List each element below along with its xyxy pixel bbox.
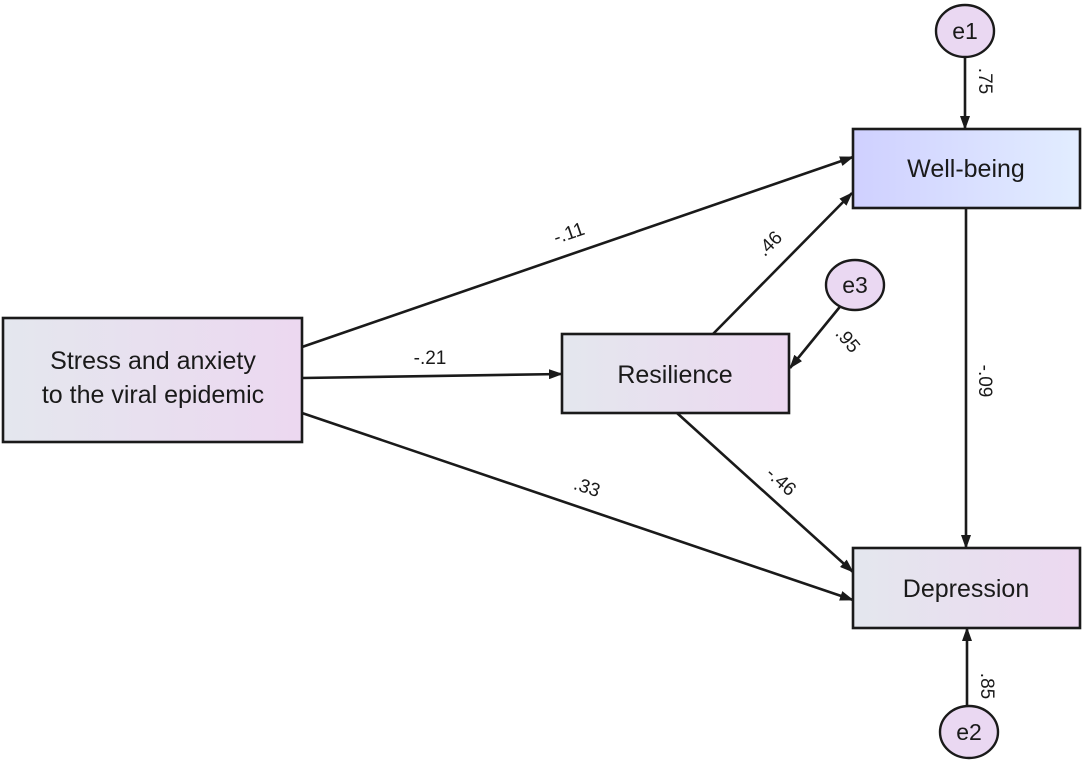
- error-e3-ellipse: [824, 258, 886, 312]
- node-wellbeing: Well-being: [851, 127, 1082, 210]
- error-e1-ellipse: [934, 3, 996, 59]
- node-stress-anxiety-line2: to the viral epidemic: [42, 381, 264, 409]
- node-resilience-box: [560, 332, 791, 415]
- path-resilience-to-wellbeing: [712, 192, 853, 335]
- error-e2: e2: [938, 704, 1000, 760]
- node-depression-label: Depression: [903, 575, 1029, 603]
- node-resilience: Resilience: [560, 332, 791, 415]
- error-e1-label: e1: [952, 18, 978, 44]
- error-e3-label: e3: [842, 272, 868, 298]
- node-stress-anxiety: Stress and anxiety to the viral epidemic: [1, 316, 304, 444]
- coef-e3-to-resilience: .95: [831, 324, 864, 358]
- node-stress-anxiety-box: [1, 316, 304, 444]
- coef-stress-to-depression: .33: [571, 474, 603, 502]
- coef-stress-to-resilience: -.21: [414, 348, 447, 369]
- coef-stress-to-wellbeing: -.11: [551, 219, 587, 249]
- error-e1: e1: [934, 3, 996, 59]
- node-stress-anxiety-line1: Stress and anxiety: [50, 347, 256, 375]
- path-stress-to-depression: [301, 411, 854, 602]
- node-wellbeing-label: Well-being: [907, 155, 1025, 183]
- error-e3: e3: [824, 258, 886, 312]
- node-depression-box: [851, 546, 1082, 630]
- node-depression: Depression: [851, 546, 1082, 630]
- node-resilience-label: Resilience: [617, 361, 732, 389]
- path-e3-to-resilience: [788, 302, 845, 369]
- error-e2-ellipse: [938, 704, 1000, 760]
- path-stress-to-wellbeing: [301, 155, 854, 349]
- error-e2-label: e2: [956, 719, 982, 745]
- coef-e1-to-wellbeing: .75: [974, 68, 995, 94]
- coef-wellbeing-to-depression: -.09: [974, 365, 995, 398]
- coef-e2-to-depression: .85: [976, 673, 997, 699]
- path-resilience-to-depression: [676, 412, 854, 573]
- node-wellbeing-box: [851, 127, 1082, 210]
- coef-resilience-to-wellbeing: .46: [753, 227, 787, 261]
- path-stress-to-resilience: [301, 369, 563, 380]
